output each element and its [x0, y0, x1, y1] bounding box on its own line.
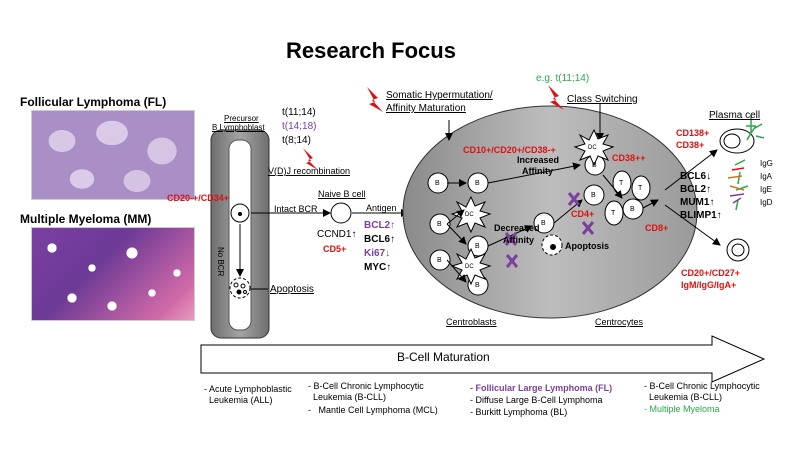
precursor-label-2: B Lymphoblast	[212, 123, 265, 132]
cell-label: B	[475, 243, 480, 250]
shm-label: Somatic Hypermutation/	[386, 90, 493, 101]
ig-label: IgG	[760, 159, 773, 168]
cell-label: B	[592, 162, 597, 169]
ccnd1-label: CCND1↑	[317, 229, 357, 240]
blimp1-plasma: BLIMP1↑	[680, 210, 722, 221]
cell-label: DC	[465, 212, 474, 218]
disease-mcl: - Mantle Cell Lymphoma (MCL)	[308, 405, 438, 415]
mm-image-label: Multiple Myeloma (MM)	[20, 212, 152, 226]
cd38-gc-label: CD38++	[612, 153, 646, 163]
mm-histology-image	[31, 227, 195, 321]
affinity-maturation-label: Affinity Maturation	[386, 103, 466, 114]
cd5-label: CD5+	[323, 244, 347, 254]
block-marks	[504, 192, 595, 268]
precursor-markers: CD20-+/CD34+	[167, 193, 230, 203]
no-bcr-label: No BCR	[216, 247, 225, 277]
cd38-plasma-label: CD38+	[676, 140, 705, 150]
antibody-icons	[727, 115, 765, 211]
disease-all-2: Leukemia (ALL)	[204, 395, 273, 405]
centrocytes-label: Centrocytes	[595, 317, 644, 327]
lightning-icon	[548, 85, 564, 110]
vdj-label: V(D)J recombination	[268, 166, 351, 176]
bcl2-marker: BCL2↑	[364, 220, 396, 231]
cd4-label: CD4+	[571, 209, 595, 219]
page-title: Research Focus	[286, 38, 456, 63]
apoptotic-cell	[229, 277, 251, 299]
bcl6-plasma: BCL6↓	[680, 171, 712, 182]
precursor-apoptosis: Apoptosis	[270, 284, 314, 295]
fl-image-label: Follicular Lymphoma (FL)	[20, 95, 167, 109]
maturation-arrow	[200, 335, 766, 383]
cell-label: B	[437, 221, 442, 228]
disease-cll-1: - B-Cell Chronic Lymphocytic	[308, 381, 424, 391]
myc-marker: MYC↑	[364, 262, 392, 273]
cd8-label: CD8+	[645, 223, 669, 233]
translocation-t11-14: t(11;14)	[282, 107, 316, 118]
disease-all-1: - Acute Lymphoblastic	[204, 384, 292, 394]
ki67-marker: Ki67↓	[364, 248, 391, 259]
memory-markers: CD20+/CD27+	[681, 268, 741, 278]
translocation-t14-18: t(14;18)	[282, 121, 317, 132]
cell-label: B	[541, 220, 546, 227]
cell-label: T	[611, 210, 616, 217]
cell-label: T	[619, 180, 624, 187]
bcl2-plasma: BCL2↑	[680, 184, 712, 195]
gc-apoptosis-label: Apoptosis	[565, 241, 609, 251]
ig-label: IgA	[760, 172, 773, 181]
memory-ig: IgM/IgG/IgA+	[681, 280, 737, 290]
mum1-plasma: MUM1↑	[680, 197, 715, 208]
cell-label: T	[638, 185, 643, 192]
lightning-icon	[303, 148, 318, 170]
disease-bl: - Burkitt Lymphoma (BL)	[470, 407, 568, 417]
fl-histology-image	[31, 110, 195, 200]
naive-b-cell	[330, 202, 352, 224]
class-switch-example: e.g. t(11;14)	[536, 73, 590, 84]
translocation-t8-14: t(8;14)	[282, 135, 311, 146]
cell-label: DC	[588, 145, 597, 151]
disease-cll-b-1: - B-Cell Chronic Lymphocytic	[644, 381, 760, 391]
decreased-affinity-1: Decreased	[494, 223, 540, 233]
cell-label: B	[475, 282, 480, 289]
disease-cll-b-2: Leukemia (B-CLL)	[644, 392, 723, 402]
cell-label: DC	[465, 264, 474, 270]
lightning-icon	[367, 87, 383, 112]
cell-label: B	[630, 206, 635, 213]
ig-label: IgE	[760, 185, 773, 194]
precursor-label: Precursor	[224, 114, 259, 123]
ig-label: IgD	[760, 198, 773, 207]
gc-apoptotic-cell	[541, 234, 563, 256]
increased-affinity-1: Increased	[517, 155, 560, 165]
intact-bcr-label: Intact BCR	[274, 204, 318, 214]
cell-label: B	[475, 180, 480, 187]
plasma-cell-label: Plasma cell	[709, 110, 761, 121]
increased-affinity-2: Affinity	[522, 166, 553, 176]
disease-dlbcl: - Diffuse Large B-Cell Lymphoma	[470, 395, 603, 405]
cd138-label: CD138+	[676, 128, 710, 138]
disease-cll-2: Leukemia (B-CLL)	[308, 392, 387, 402]
germinal-center	[402, 105, 698, 319]
naive-b-cell-label: Naive B cell	[318, 189, 366, 199]
bcl6-marker: BCL6↑	[364, 234, 396, 245]
cell-label: B	[437, 257, 442, 264]
disease-fl: - Follicular Large Lymphoma (FL)	[470, 383, 613, 393]
gc-markers: CD10+/CD20+/CD38-+	[463, 145, 556, 155]
disease-mm: - Multiple Myeloma	[644, 404, 720, 414]
centroblasts-label: Centroblasts	[446, 317, 497, 327]
cell-label: B	[591, 192, 596, 199]
cell-label: B	[435, 180, 440, 187]
decreased-affinity-2: Affinity	[503, 235, 534, 245]
antigen-label: Antigen	[366, 203, 397, 213]
class-switching-label: Class Switching	[567, 94, 638, 105]
maturation-label: B-Cell Maturation	[397, 350, 490, 364]
